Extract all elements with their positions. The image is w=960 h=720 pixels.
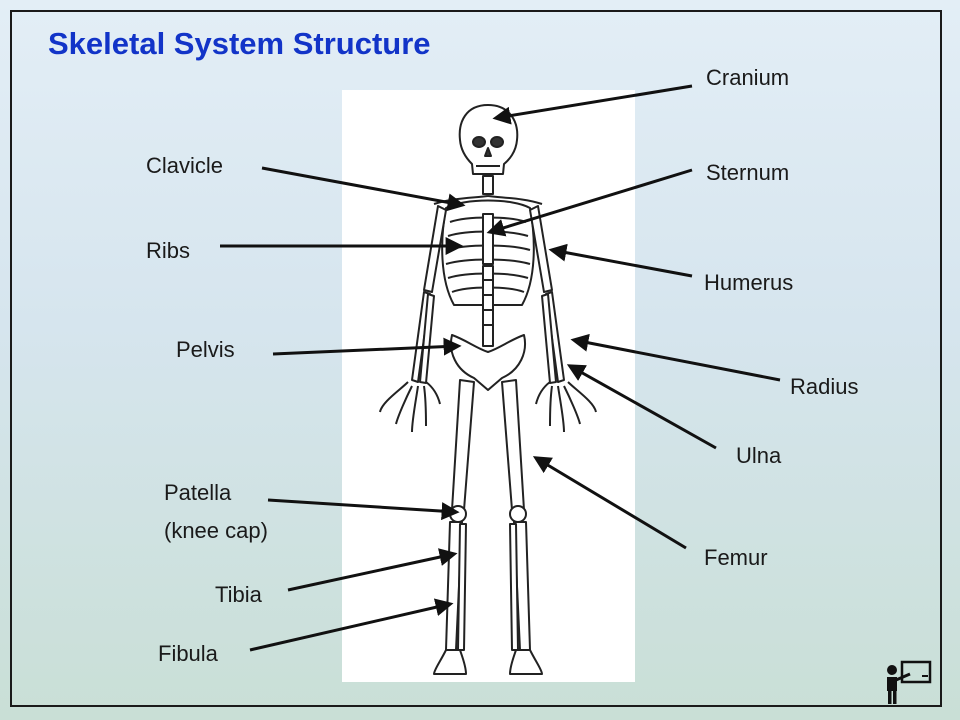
slide-title: Skeletal System Structure <box>48 26 431 61</box>
slide-frame <box>10 10 942 707</box>
label-patella-knee-cap: (knee cap) <box>164 518 268 543</box>
ulna-pointer <box>566 364 717 450</box>
label-cranium: Cranium <box>706 65 790 90</box>
label-sternum: Sternum <box>706 160 790 185</box>
label-clavicle: Clavicle <box>146 153 224 178</box>
clavicle-pointer <box>261 166 466 212</box>
label-patella: Patella <box>164 480 232 505</box>
label-radius: Radius <box>790 374 859 399</box>
patella-pointer <box>267 498 460 521</box>
label-ulna: Ulna <box>736 443 782 468</box>
cranium-pointer <box>492 84 693 125</box>
label-femur: Femur <box>704 545 768 570</box>
humerus-pointer <box>548 243 693 278</box>
fibula-pointer <box>249 598 454 652</box>
femur-pointer <box>532 456 687 550</box>
label-humerus: Humerus <box>704 270 794 295</box>
label-tibia: Tibia <box>215 582 262 607</box>
teacher-at-board-icon <box>882 658 934 706</box>
tibia-pointer <box>287 548 458 592</box>
label-pelvis: Pelvis <box>176 337 235 362</box>
label-ribs: Ribs <box>146 238 191 263</box>
radius-pointer <box>570 333 781 382</box>
pelvis-pointer <box>272 337 462 356</box>
label-fibula: Fibula <box>158 641 218 666</box>
sternum-pointer <box>486 168 693 237</box>
